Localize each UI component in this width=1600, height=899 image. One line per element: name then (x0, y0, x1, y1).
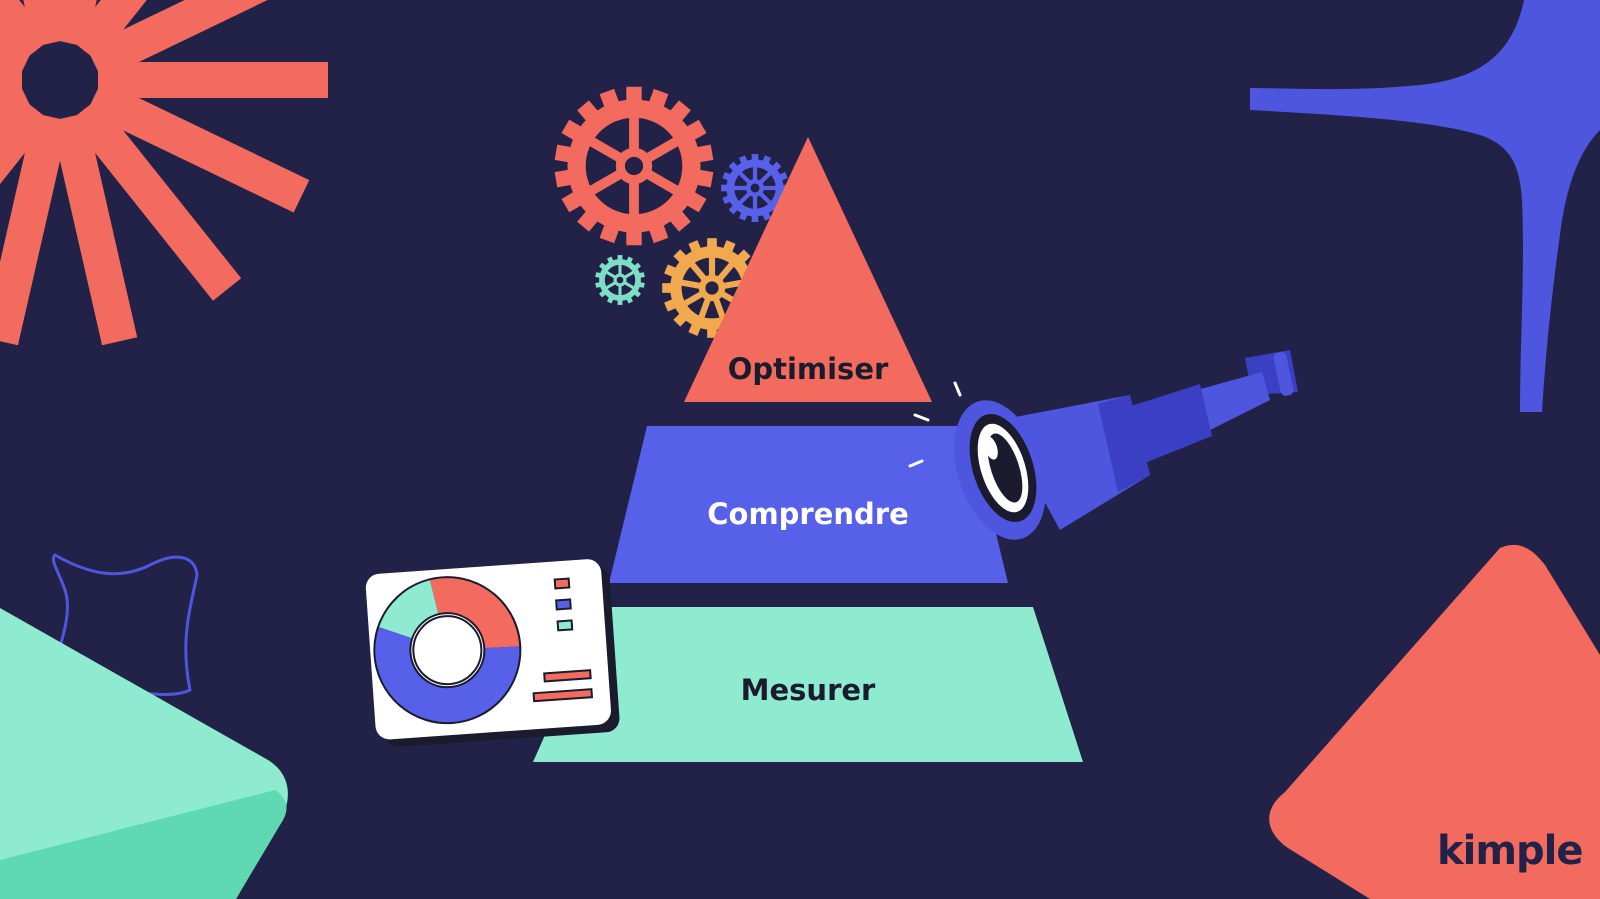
sunburst-ray (69, 0, 242, 62)
four-point-star-shape (1250, 0, 1600, 412)
tier-comprendre (609, 426, 1008, 583)
brand-logo: kimple (1437, 828, 1583, 874)
tier-mesurer (533, 607, 1083, 762)
outline-star-shape (46, 553, 199, 699)
sunburst-ray (86, 0, 310, 80)
sunburst-ray (0, 0, 51, 62)
sunburst-ray (86, 80, 310, 213)
sunburst-ray (69, 98, 242, 301)
sunburst-ray (0, 113, 70, 346)
tier-label-mesurer: Mesurer (741, 673, 876, 707)
tier-label-comprendre: Comprendre (707, 497, 909, 531)
telescope-icon (908, 350, 1298, 540)
sunburst-ray (0, 98, 51, 301)
tier-label-optimiser: Optimiser (728, 352, 889, 386)
coral-triangle-shape (1269, 544, 1600, 899)
tier-optimiser (684, 137, 932, 402)
sunburst-ray (98, 62, 328, 98)
sunburst-ray (50, 113, 138, 346)
mint-triangle-shade (0, 790, 287, 899)
donut-chart-card-icon (365, 559, 620, 747)
sunburst-shape (0, 0, 328, 346)
donut-segment (375, 578, 520, 723)
donut-segment (375, 578, 520, 723)
